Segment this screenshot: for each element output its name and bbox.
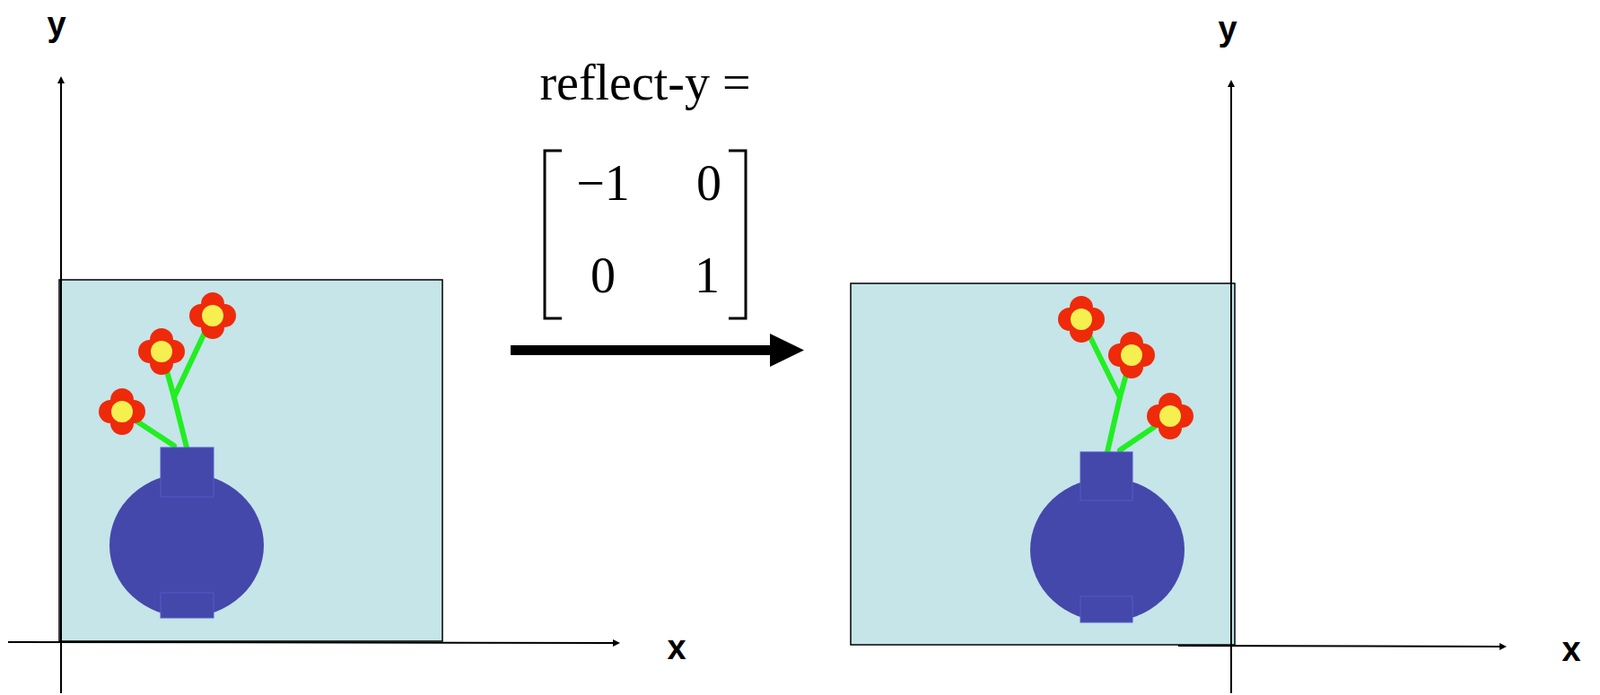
transform-name: reflect-y = bbox=[539, 57, 751, 108]
matrix-entry: 0 bbox=[696, 157, 722, 209]
axis-label: y bbox=[1217, 11, 1237, 46]
reflected-picture bbox=[850, 283, 1235, 646]
axes-left bbox=[8, 82, 614, 694]
matrix-entry: 0 bbox=[590, 250, 616, 301]
matrix-brackets bbox=[544, 150, 746, 319]
original-picture bbox=[59, 279, 443, 642]
transform-arrow bbox=[510, 333, 805, 368]
matrix-entry: −1 bbox=[576, 157, 630, 209]
axis-label: x bbox=[666, 630, 686, 665]
axis-label: y bbox=[46, 7, 66, 42]
matrix-entry: 1 bbox=[694, 250, 720, 301]
axes-right bbox=[1178, 86, 1501, 694]
axis-label: x bbox=[1561, 632, 1581, 667]
